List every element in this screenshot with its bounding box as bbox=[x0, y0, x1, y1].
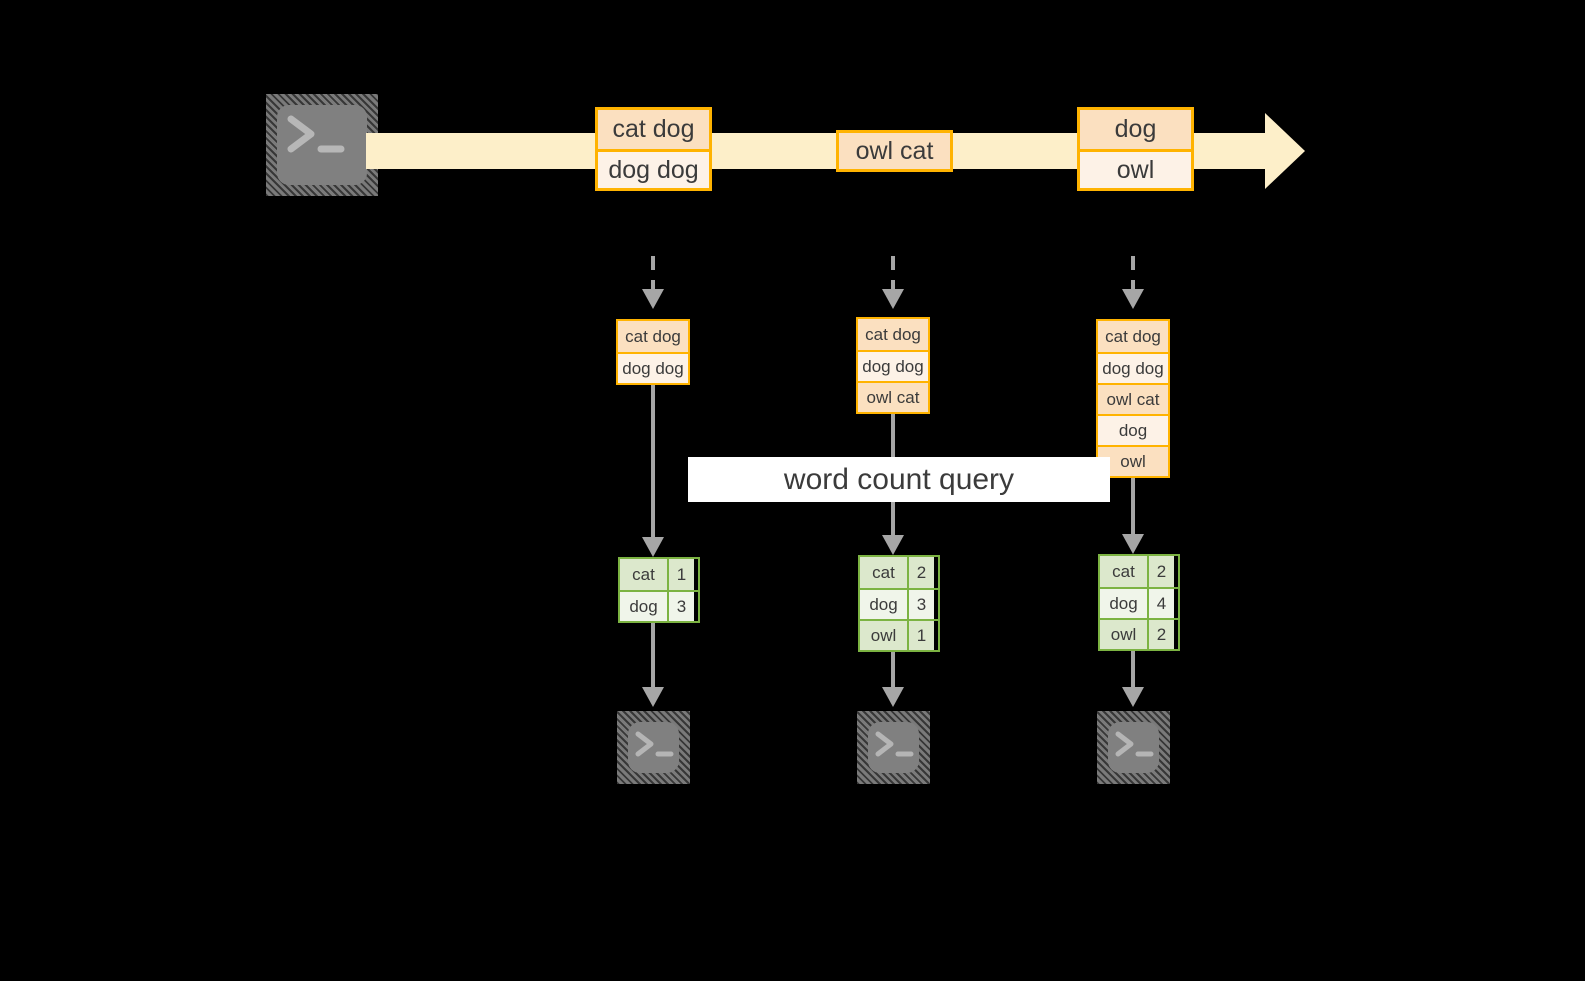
source-terminal-icon bbox=[266, 94, 378, 196]
batch-input-line: owl cat bbox=[858, 381, 928, 412]
table-row: cat 1 bbox=[620, 559, 698, 590]
batch-3-result-table: cat 2 dog 4 owl 2 bbox=[1098, 554, 1180, 651]
result-word: owl bbox=[860, 621, 907, 650]
batch-2-input-table: cat dog dog dog owl cat bbox=[856, 317, 930, 414]
stream-record-line: owl bbox=[1080, 149, 1191, 188]
query-label: word count query bbox=[783, 462, 1015, 496]
stream-record-line: dog dog bbox=[598, 149, 709, 188]
batch-2-trigger-arrowhead bbox=[882, 289, 904, 309]
batch-input-line: owl cat bbox=[1098, 383, 1168, 414]
result-word: dog bbox=[1100, 589, 1147, 618]
terminal-prompt-icon bbox=[875, 731, 914, 757]
stream-record-1: cat dog dog dog bbox=[595, 107, 712, 191]
batch-3-trigger-arrowhead bbox=[1122, 289, 1144, 309]
terminal-screen bbox=[868, 722, 919, 773]
result-count: 4 bbox=[1147, 589, 1174, 618]
table-row: dog 3 bbox=[860, 588, 938, 619]
batch-3-sink-arrowhead bbox=[1122, 687, 1144, 707]
result-count: 3 bbox=[907, 590, 934, 619]
result-count: 2 bbox=[1147, 620, 1174, 649]
batch-1-query-line bbox=[651, 385, 655, 541]
result-word: dog bbox=[620, 592, 667, 621]
batch-1-input-table: cat dog dog dog bbox=[616, 319, 690, 385]
batch-1-sink-line bbox=[651, 623, 655, 690]
query-label-banner: word count query bbox=[688, 457, 1110, 502]
stream-record-line: cat dog bbox=[598, 110, 709, 149]
batch-3-query-line bbox=[1131, 478, 1135, 538]
result-word: cat bbox=[860, 557, 907, 588]
terminal-screen bbox=[628, 722, 679, 773]
batch-1-sink-terminal-icon bbox=[617, 711, 690, 784]
batch-input-line: cat dog bbox=[618, 321, 688, 352]
stream-record-line: owl cat bbox=[839, 133, 950, 169]
result-count: 1 bbox=[907, 621, 934, 650]
stream-record-2: owl cat bbox=[836, 130, 953, 172]
stream-record-line: dog bbox=[1080, 110, 1191, 149]
table-row: cat 2 bbox=[1100, 556, 1178, 587]
table-row: dog 3 bbox=[620, 590, 698, 621]
batch-1-result-table: cat 1 dog 3 bbox=[618, 557, 700, 623]
batch-input-line: cat dog bbox=[858, 319, 928, 350]
result-word: cat bbox=[620, 559, 667, 590]
terminal-prompt-icon bbox=[287, 115, 345, 153]
batch-input-line: dog dog bbox=[858, 350, 928, 381]
result-count: 1 bbox=[667, 559, 694, 590]
terminal-prompt-icon bbox=[1115, 731, 1154, 757]
batch-2-result-table: cat 2 dog 3 owl 1 bbox=[858, 555, 940, 652]
batch-1-trigger-line bbox=[651, 256, 655, 292]
result-count: 3 bbox=[667, 592, 694, 621]
batch-input-line: dog bbox=[1098, 414, 1168, 445]
batch-2-trigger-line bbox=[891, 256, 895, 292]
batch-2-sink-terminal-icon bbox=[857, 711, 930, 784]
batch-3-sink-line bbox=[1131, 651, 1135, 690]
batch-1-sink-arrowhead bbox=[642, 687, 664, 707]
batch-3-input-table: cat dog dog dog owl cat dog owl bbox=[1096, 319, 1170, 478]
event-stream-arrowhead bbox=[1265, 113, 1305, 189]
batch-1-trigger-arrowhead bbox=[642, 289, 664, 309]
batch-3-sink-terminal-icon bbox=[1097, 711, 1170, 784]
table-row: dog 4 bbox=[1100, 587, 1178, 618]
result-count: 2 bbox=[1147, 556, 1174, 587]
stream-record-3: dog owl bbox=[1077, 107, 1194, 191]
table-row: owl 1 bbox=[860, 619, 938, 650]
result-word: owl bbox=[1100, 620, 1147, 649]
terminal-prompt-icon bbox=[635, 731, 674, 757]
batch-2-sink-arrowhead bbox=[882, 687, 904, 707]
batch-input-line: dog dog bbox=[1098, 352, 1168, 383]
table-row: cat 2 bbox=[860, 557, 938, 588]
terminal-screen bbox=[277, 105, 367, 185]
batch-input-line: dog dog bbox=[618, 352, 688, 383]
batch-input-line: cat dog bbox=[1098, 321, 1168, 352]
result-word: dog bbox=[860, 590, 907, 619]
result-word: cat bbox=[1100, 556, 1147, 587]
batch-2-query-arrowhead bbox=[882, 535, 904, 555]
batch-2-sink-line bbox=[891, 652, 895, 690]
terminal-screen bbox=[1108, 722, 1159, 773]
table-row: owl 2 bbox=[1100, 618, 1178, 649]
result-count: 2 bbox=[907, 557, 934, 588]
batch-3-trigger-line bbox=[1131, 256, 1135, 292]
batch-1-query-arrowhead bbox=[642, 537, 664, 557]
batch-3-query-arrowhead bbox=[1122, 534, 1144, 554]
